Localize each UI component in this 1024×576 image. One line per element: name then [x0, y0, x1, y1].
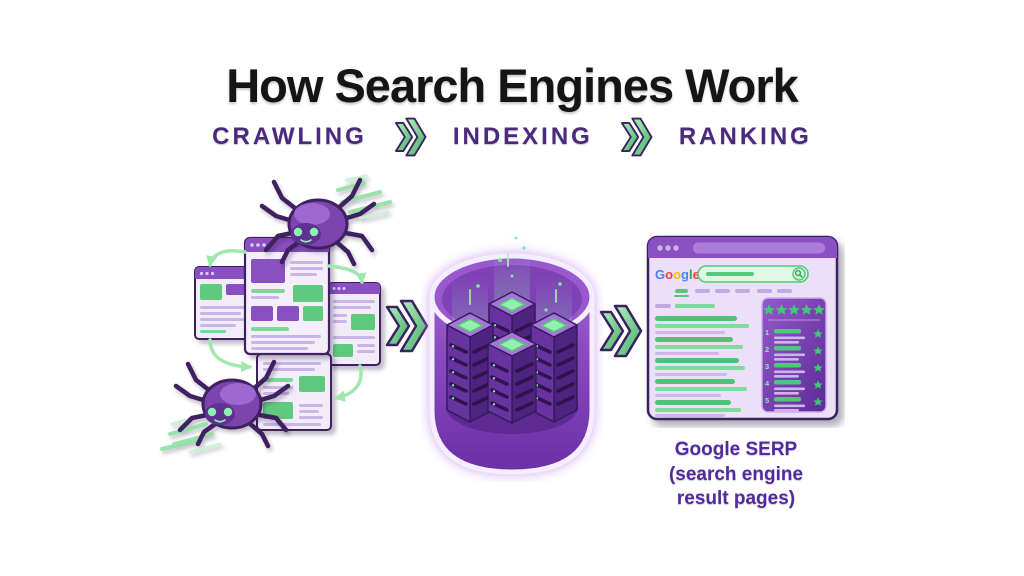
- window-controls: [657, 245, 679, 251]
- webpage-window: [194, 266, 251, 340]
- serp-caption-line: result pages): [676, 488, 796, 510]
- double-chevron-right-icon: [385, 299, 429, 353]
- google-logo: Google: [655, 267, 700, 282]
- chevron-right-icon: [394, 117, 427, 157]
- crawl-link-arrows: [206, 249, 367, 402]
- page-content-placeholder: [251, 259, 323, 350]
- indexing-illustration: [429, 236, 595, 475]
- search-input: [697, 265, 809, 283]
- browser-window-icon: Google: [646, 235, 839, 421]
- spider-bot-icon: [160, 359, 291, 454]
- svg-text:3: 3: [765, 362, 769, 371]
- server-tower: [487, 331, 537, 424]
- page-title: How Search Engines Work: [226, 59, 799, 112]
- chevron-right-icon: [620, 117, 653, 157]
- crawling-illustration: [160, 174, 392, 454]
- rank-item: 5: [765, 396, 823, 412]
- rank-item: 1: [765, 328, 823, 344]
- stage-labels-row: CRAWLING INDEXING RANKING: [0, 114, 1024, 160]
- serp-caption-line: Google SERP: [674, 439, 798, 460]
- rank-item: 3: [765, 362, 823, 378]
- server-tower: [446, 312, 494, 423]
- svg-text:2: 2: [765, 345, 769, 354]
- svg-text:4: 4: [765, 379, 770, 388]
- search-results-placeholder: [655, 304, 749, 417]
- svg-text:1: 1: [765, 328, 769, 337]
- page-content-placeholder: [200, 284, 245, 333]
- stage-label-crawling: CRAWLING: [212, 123, 367, 150]
- magnifier-icon: [792, 267, 806, 281]
- ranking-illustration: Google: [646, 235, 839, 421]
- double-chevron-right-icon: [599, 304, 643, 358]
- webpage-window-main: [243, 236, 331, 356]
- speed-lines: [344, 174, 390, 220]
- svg-text:5: 5: [765, 396, 769, 405]
- serp-caption-line: (search engine: [668, 463, 804, 485]
- database-servers-icon: [429, 236, 595, 475]
- speed-lines: [160, 422, 214, 451]
- rank-item: 2: [765, 345, 823, 361]
- serp-caption: Google SERP (search engine result pages): [628, 438, 844, 512]
- result-tabs: [674, 289, 792, 297]
- page-content-placeholder: [333, 300, 375, 357]
- stage-label-indexing: INDEXING: [452, 123, 593, 150]
- spider-bot-icon: [259, 174, 392, 267]
- address-bar: [693, 242, 825, 254]
- rank-item: 4: [765, 379, 823, 395]
- ranking-panel: 1 2 3: [761, 297, 827, 413]
- webpage-window: [327, 282, 381, 366]
- server-tower: [530, 312, 578, 423]
- speed-lines: [336, 181, 392, 214]
- stage-label-ranking: RANKING: [678, 123, 812, 150]
